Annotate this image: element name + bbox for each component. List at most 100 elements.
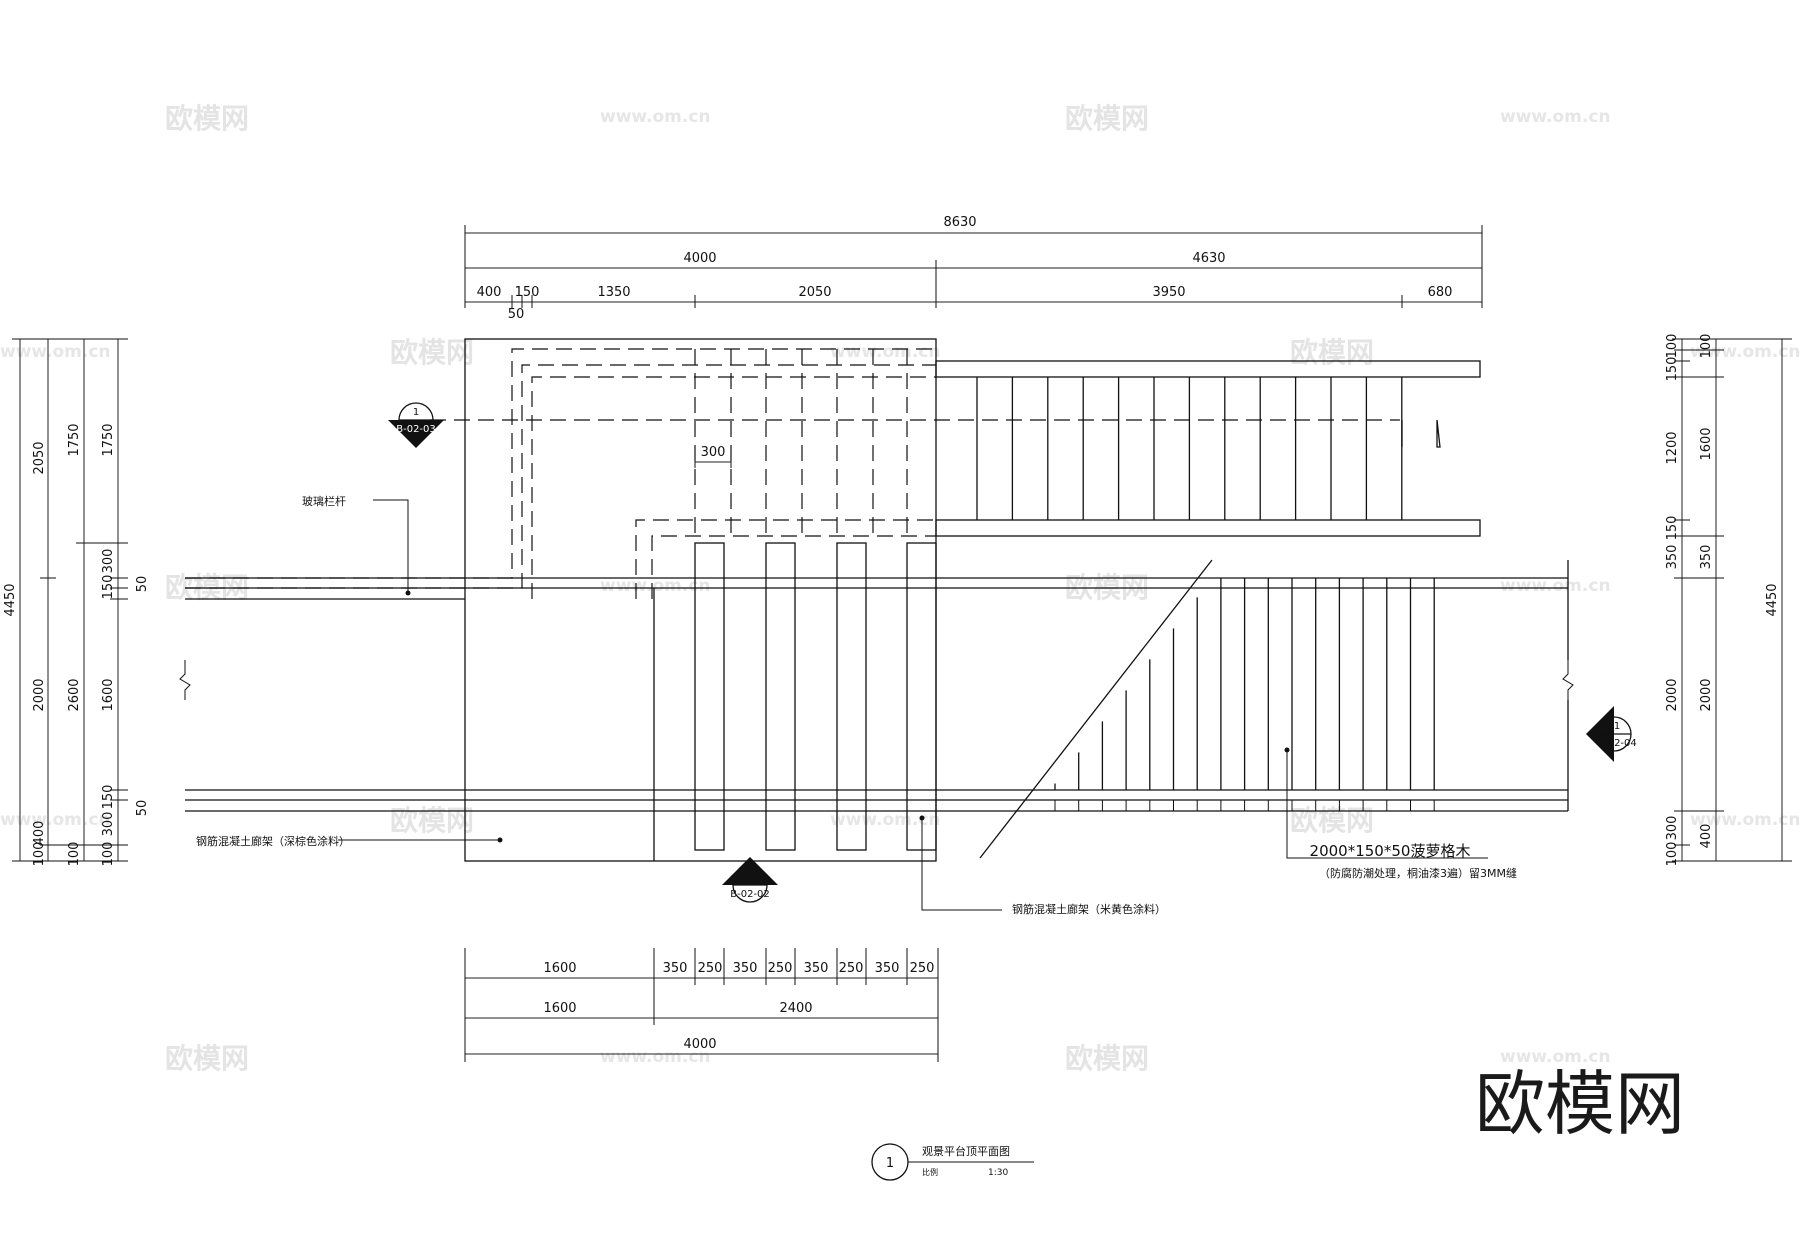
section-triangle-icon	[722, 857, 778, 885]
dim-left-c4-1750: 1750	[101, 423, 116, 456]
dim-right-total: 4450	[1765, 583, 1780, 616]
title-scale-label: 比例	[922, 1167, 938, 1177]
dim-right-1200: 1200	[1665, 431, 1680, 464]
dim-left-2600: 2600	[67, 678, 82, 711]
timber-slats-upper	[976, 377, 1403, 520]
dim-bottom-row2-2400: 2400	[779, 1001, 812, 1016]
dim-bottom-350: 350	[875, 961, 900, 976]
title-scale: 1:30	[988, 1168, 1008, 1178]
upper-deck-beam	[935, 360, 1481, 378]
dim-left-c4-1600: 1600	[101, 678, 116, 711]
section-ref: B-02-04	[1597, 738, 1637, 749]
right-dimensions: 100 150 1200 150 350 2000 300 100 100 16…	[1665, 334, 1792, 867]
dim-right-c2-1600: 1600	[1699, 427, 1714, 460]
dim-right-c2-2000: 2000	[1699, 678, 1714, 711]
title-block: 1 观景平台顶平面图 比例 1:30	[871, 1143, 1034, 1181]
note-timber-treatment: （防腐防潮处理，桐油漆3遍）留3MM缝	[1319, 866, 1517, 880]
section-mark-b0203: 1 B-02-03	[388, 402, 444, 448]
dim-top-total: 8630	[943, 215, 976, 230]
railing-dash	[635, 519, 936, 599]
diagonal-cut-line	[979, 559, 1213, 859]
watermark-brand: 欧模网	[165, 102, 249, 135]
concrete-beam-3	[836, 542, 867, 851]
dim-left-400: 400	[32, 821, 47, 846]
dim-left-c4-300b: 300	[101, 812, 116, 837]
watermark-brand: 欧模网	[1290, 336, 1374, 369]
break-symbol	[1562, 660, 1574, 700]
dim-top-150: 150	[515, 285, 540, 300]
watermark-url: www.om.cn	[600, 107, 711, 127]
note-concrete-frame-dark: 钢筋混凝土廊架（深棕色涂料）	[196, 834, 350, 848]
dim-right-350: 350	[1665, 545, 1680, 570]
watermark-url: www.om.cn	[1690, 342, 1800, 362]
timber-slats-lower	[1054, 578, 1435, 811]
watermark-url: www.om.cn	[1690, 810, 1800, 830]
watermark-url: www.om.cn	[830, 342, 941, 362]
annotations: 玻璃栏杆 钢筋混凝土廊架（深棕色涂料） 钢筋混凝土廊架（米黄色涂料） 2000*…	[196, 494, 1517, 916]
dim-left-50b: 50	[135, 800, 150, 817]
structure	[179, 338, 1574, 862]
dim-left-100: 100	[32, 842, 47, 867]
section-number: 1	[747, 872, 753, 883]
dim-top-4000: 4000	[683, 251, 716, 266]
section-triangle-icon	[388, 420, 444, 448]
dim-bottom-350: 350	[733, 961, 758, 976]
dim-top-400: 400	[477, 285, 502, 300]
dim-bottom-250: 250	[910, 961, 935, 976]
concrete-beam-2	[765, 542, 796, 851]
watermark-url: www.om.cn	[600, 1047, 711, 1067]
railing-dash	[185, 348, 936, 579]
dim-left-c4-150b: 150	[101, 785, 116, 810]
dim-bottom-row2-1600: 1600	[543, 1001, 576, 1016]
watermark-url: www.om.cn	[1500, 576, 1611, 596]
dim-left-2050: 2050	[32, 441, 47, 474]
concrete-beam-1	[694, 542, 725, 851]
dim-right-c2-100: 100	[1699, 334, 1714, 359]
watermark-url: www.om.cn	[830, 810, 941, 830]
watermark-brand: 欧模网	[390, 336, 474, 369]
dim-bottom-350: 350	[804, 961, 829, 976]
dim-bottom-250: 250	[768, 961, 793, 976]
concrete-beam-4	[906, 542, 937, 851]
dim-bottom-350: 350	[663, 961, 688, 976]
logo-text: 欧模网	[1475, 1063, 1685, 1145]
dim-right-c2-350: 350	[1699, 545, 1714, 570]
dim-right-300: 300	[1665, 816, 1680, 841]
railing-dash	[531, 376, 936, 599]
dim-right-2000: 2000	[1665, 678, 1680, 711]
railing-dash	[185, 364, 936, 589]
dim-top-2050: 2050	[798, 285, 831, 300]
watermark-url: www.om.cn	[600, 576, 711, 596]
dim-bottom-total: 4000	[683, 1037, 716, 1052]
break-symbol	[179, 660, 191, 700]
dim-inner-300: 300	[701, 445, 726, 460]
top-dimensions: 8630 4000 4630 400 150 1350 2050 3950 68…	[464, 215, 1483, 468]
dim-right-150b: 150	[1665, 516, 1680, 541]
watermark-brand: 欧模网	[1290, 804, 1374, 837]
dim-bottom-250: 250	[839, 961, 864, 976]
dim-right-150: 150	[1665, 357, 1680, 382]
dim-left-c4-100: 100	[101, 842, 116, 867]
note-timber-spec: 2000*150*50菠萝格木	[1310, 842, 1471, 860]
dim-top-4630: 4630	[1192, 251, 1225, 266]
watermark-url: www.om.cn	[0, 342, 111, 362]
dim-right-100b: 100	[1665, 842, 1680, 867]
section-number: 1	[413, 407, 419, 418]
section-ref: B-02-02	[730, 889, 770, 900]
dim-right-c2-400: 400	[1699, 824, 1714, 849]
bottom-dimensions: 1600 350 250 350 250 350 250 350 250 160…	[464, 948, 939, 1062]
dim-top-1350: 1350	[597, 285, 630, 300]
watermark-brand: 欧模网	[390, 804, 474, 837]
watermark-url: www.om.cn	[0, 810, 111, 830]
dim-bottom-250: 250	[698, 961, 723, 976]
watermark-url: www.om.cn	[1500, 107, 1611, 127]
dim-left-c4-150: 150	[101, 575, 116, 600]
note-glass-rail: 玻璃栏杆	[302, 494, 346, 508]
dim-left-c4-300: 300	[101, 549, 116, 574]
note-concrete-frame-beige: 钢筋混凝土廊架（米黄色涂料）	[1012, 902, 1166, 916]
section-mark-b0202: 1 B-02-02	[722, 857, 778, 903]
watermark-brand: 欧模网	[1065, 102, 1149, 135]
dim-top-680: 680	[1428, 285, 1453, 300]
watermark-url: www.om.cn	[1500, 1047, 1611, 1067]
